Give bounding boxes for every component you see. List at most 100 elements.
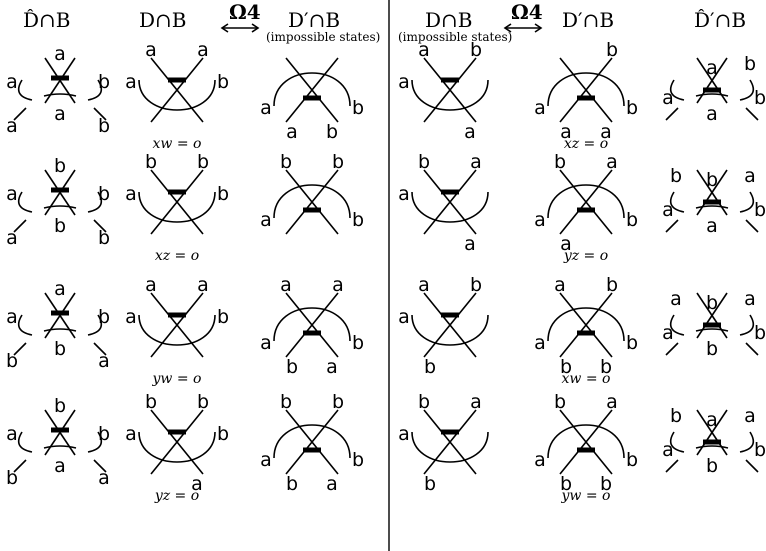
- strand-label: a: [54, 278, 66, 300]
- strand-label: a: [326, 473, 338, 495]
- strand-label: b: [145, 151, 157, 173]
- header-dhat-cap-b: D̂∩B: [23, 8, 71, 32]
- strand-label: b: [470, 39, 482, 61]
- strand: [285, 409, 339, 475]
- strand-label: a: [332, 274, 344, 296]
- strand-label: b: [560, 473, 572, 495]
- strand: [150, 57, 204, 123]
- strand-label: b: [217, 183, 229, 205]
- strand-label: a: [470, 391, 482, 413]
- relation-label: xz = o: [564, 136, 608, 152]
- arc: [273, 184, 351, 219]
- arc: [669, 79, 685, 101]
- arc: [547, 184, 625, 219]
- strand: [665, 459, 679, 473]
- strand-label: b: [98, 115, 110, 137]
- strand-label: a: [145, 39, 157, 61]
- strand-label: b: [98, 71, 110, 93]
- strand-label: b: [670, 405, 682, 427]
- strand-label: b: [54, 155, 66, 177]
- strand-label: a: [534, 97, 546, 119]
- strand-label: a: [125, 71, 137, 93]
- strand: [559, 169, 613, 235]
- strand-label: a: [706, 409, 718, 431]
- strand-label: b: [600, 356, 612, 378]
- strand: [745, 219, 759, 233]
- arc: [695, 445, 729, 449]
- strand-label: a: [398, 306, 410, 328]
- strand-label: a: [670, 288, 682, 310]
- strand-label: b: [554, 151, 566, 173]
- strand-label: a: [98, 467, 110, 489]
- strand-label: a: [398, 423, 410, 445]
- strand-label: a: [125, 306, 137, 328]
- arc: [739, 314, 755, 336]
- arc: [87, 191, 103, 213]
- strand: [93, 219, 107, 233]
- strand-label: a: [145, 274, 157, 296]
- strand-label: a: [6, 115, 18, 137]
- strand-label: a: [744, 405, 756, 427]
- arc: [695, 205, 729, 209]
- strand-label: b: [197, 391, 209, 413]
- strand-label: a: [560, 121, 572, 143]
- strand-label: b: [706, 292, 718, 314]
- header-dprime-cap-b-right: D′∩B: [562, 8, 614, 32]
- relation-label: xw = o: [153, 136, 202, 152]
- strand-label: a: [470, 151, 482, 173]
- strand-label: a: [6, 183, 18, 205]
- header-impossible-note-right: (impossible states): [398, 30, 512, 44]
- strand: [423, 409, 477, 475]
- strand-label: a: [260, 332, 272, 354]
- strand-label: a: [6, 71, 18, 93]
- strand-label: b: [626, 449, 638, 471]
- arc: [17, 314, 33, 336]
- strand-label: a: [606, 151, 618, 173]
- strand-label: a: [560, 233, 572, 255]
- arc: [411, 431, 489, 463]
- arc: [695, 328, 729, 332]
- strand-label: a: [54, 455, 66, 477]
- strand-label: b: [706, 455, 718, 477]
- strand-label: b: [706, 169, 718, 191]
- strand-label: b: [6, 467, 18, 489]
- strand: [665, 107, 679, 121]
- strand-label: a: [6, 227, 18, 249]
- arc: [87, 431, 103, 453]
- strand-label: a: [125, 183, 137, 205]
- strand-label: b: [418, 391, 430, 413]
- strand-label: b: [424, 473, 436, 495]
- strand-label: b: [418, 151, 430, 173]
- strand-label: b: [54, 395, 66, 417]
- strand: [285, 169, 339, 235]
- strand-label: b: [754, 199, 766, 221]
- strand-label: a: [260, 449, 272, 471]
- strand-label: a: [534, 209, 546, 231]
- strand-label: a: [6, 306, 18, 328]
- strand: [13, 342, 27, 356]
- strand: [745, 107, 759, 121]
- strand: [423, 169, 477, 235]
- arc: [138, 431, 216, 463]
- arc: [669, 431, 685, 453]
- double-arrow-left-head-l: [220, 23, 229, 33]
- strand-label: a: [197, 274, 209, 296]
- strand-label: b: [280, 391, 292, 413]
- arc: [547, 307, 625, 342]
- strand-label: b: [98, 423, 110, 445]
- strand-label: b: [217, 423, 229, 445]
- strand: [93, 342, 107, 356]
- header-dprime-cap-b-left: D′∩B: [288, 8, 340, 32]
- arc: [411, 314, 489, 346]
